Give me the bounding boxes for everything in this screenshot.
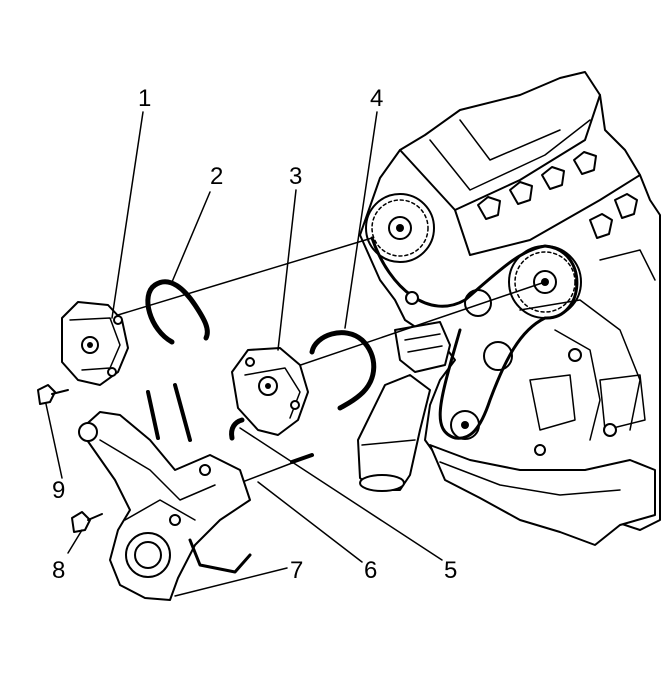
callout-7: 7 [290,557,303,584]
part-1-upper-cover [61,301,129,386]
callout-labels: 1 2 3 4 5 6 7 8 9 [52,85,457,584]
callout-3: 3 [289,163,302,190]
callout-8: 8 [52,557,65,584]
oil-pan [429,444,656,546]
part-8-bolt [71,511,103,533]
callout-2: 2 [210,163,223,190]
callout-6: 6 [364,557,377,584]
callout-leaders [45,111,443,597]
callout-5: 5 [444,557,457,584]
callout-4: 4 [370,85,383,112]
part-3-center-cover [231,347,309,436]
part-6-seal [290,453,314,464]
part-9-bolt [37,384,69,405]
part-5-seal [229,417,245,441]
idler-pulley [464,289,492,317]
part-7-lower-cover [78,383,252,601]
callout-1: 1 [138,85,151,112]
engine-block [357,71,661,546]
timing-chain [370,236,579,440]
callout-9: 9 [52,477,65,504]
part-2-seal [145,279,210,345]
part-4-seal [309,330,377,411]
oil-filter [357,374,431,492]
spark-plug-towers [477,151,638,239]
upper-camshaft-sprocket [365,193,435,263]
